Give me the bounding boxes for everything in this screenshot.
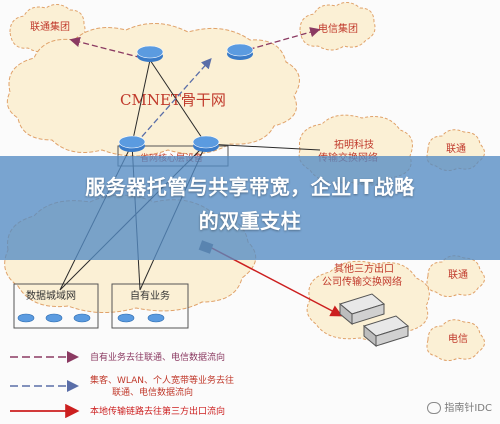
watermark: 指南针IDC bbox=[427, 399, 492, 414]
metro-router-icons bbox=[17, 313, 165, 323]
banner-title: 服务器托管与共享带宽，企业IT战略 的双重支柱 bbox=[0, 170, 500, 238]
switch-icon bbox=[362, 315, 410, 348]
telecom-cloud: 电信 bbox=[426, 319, 485, 362]
data-metro-label: 数据城域网 bbox=[26, 289, 76, 302]
router-icon bbox=[226, 43, 254, 60]
telecom-label: 电信 bbox=[448, 332, 468, 345]
legend: 自有业务去往联通、电信数据流向 集客、WLAN、个人宽带等业务去往 联通、电信数… bbox=[10, 351, 234, 419]
own-business-label: 自有业务 bbox=[130, 289, 170, 302]
cmnet-cloud: CMNET骨干网 bbox=[6, 22, 300, 157]
third-party-sub-label: 公司传输交换网络 bbox=[322, 275, 402, 288]
router-icon bbox=[118, 135, 146, 152]
legend-item-enterprise-b: 联通、电信数据流向 bbox=[112, 386, 193, 398]
switch-icon bbox=[338, 293, 386, 326]
wechat-icon bbox=[427, 402, 442, 414]
tuoming-label: 拓明科技 bbox=[334, 138, 374, 151]
unicom-group-label: 联通集团 bbox=[30, 20, 70, 33]
legend-item-enterprise-a: 集客、WLAN、个人宽带等业务去往 bbox=[90, 374, 234, 386]
title-banner bbox=[0, 156, 500, 260]
cmnet-label: CMNET骨干网 bbox=[120, 91, 226, 109]
third-party-label: 其他三方出口 bbox=[334, 262, 394, 275]
banner-title-line2: 的双重支柱 bbox=[198, 209, 302, 233]
watermark-text: 指南针IDC bbox=[444, 403, 492, 414]
legend-item-own-business: 自有业务去往联通、电信数据流向 bbox=[90, 351, 225, 363]
legend-item-local-link: 本地传输链路去往第三方出口流向 bbox=[90, 405, 225, 417]
unicom-cloud-2: 联通 bbox=[426, 255, 485, 298]
unicom-label-2: 联通 bbox=[448, 269, 468, 281]
data-metro-box bbox=[13, 283, 99, 329]
flow-to-telecom bbox=[239, 27, 321, 53]
unicom-label-1: 联通 bbox=[446, 143, 466, 155]
own-business-box bbox=[111, 283, 189, 329]
telecom-group-label: 电信集团 bbox=[318, 22, 358, 35]
flow-to-unicom bbox=[69, 36, 151, 61]
router-icon bbox=[192, 135, 220, 152]
banner-title-line1: 服务器托管与共享带宽，企业IT战略 bbox=[85, 175, 415, 199]
telecom-group-cloud: 电信集团 bbox=[299, 2, 376, 51]
flow-up bbox=[129, 58, 212, 151]
router-icon bbox=[136, 45, 164, 62]
